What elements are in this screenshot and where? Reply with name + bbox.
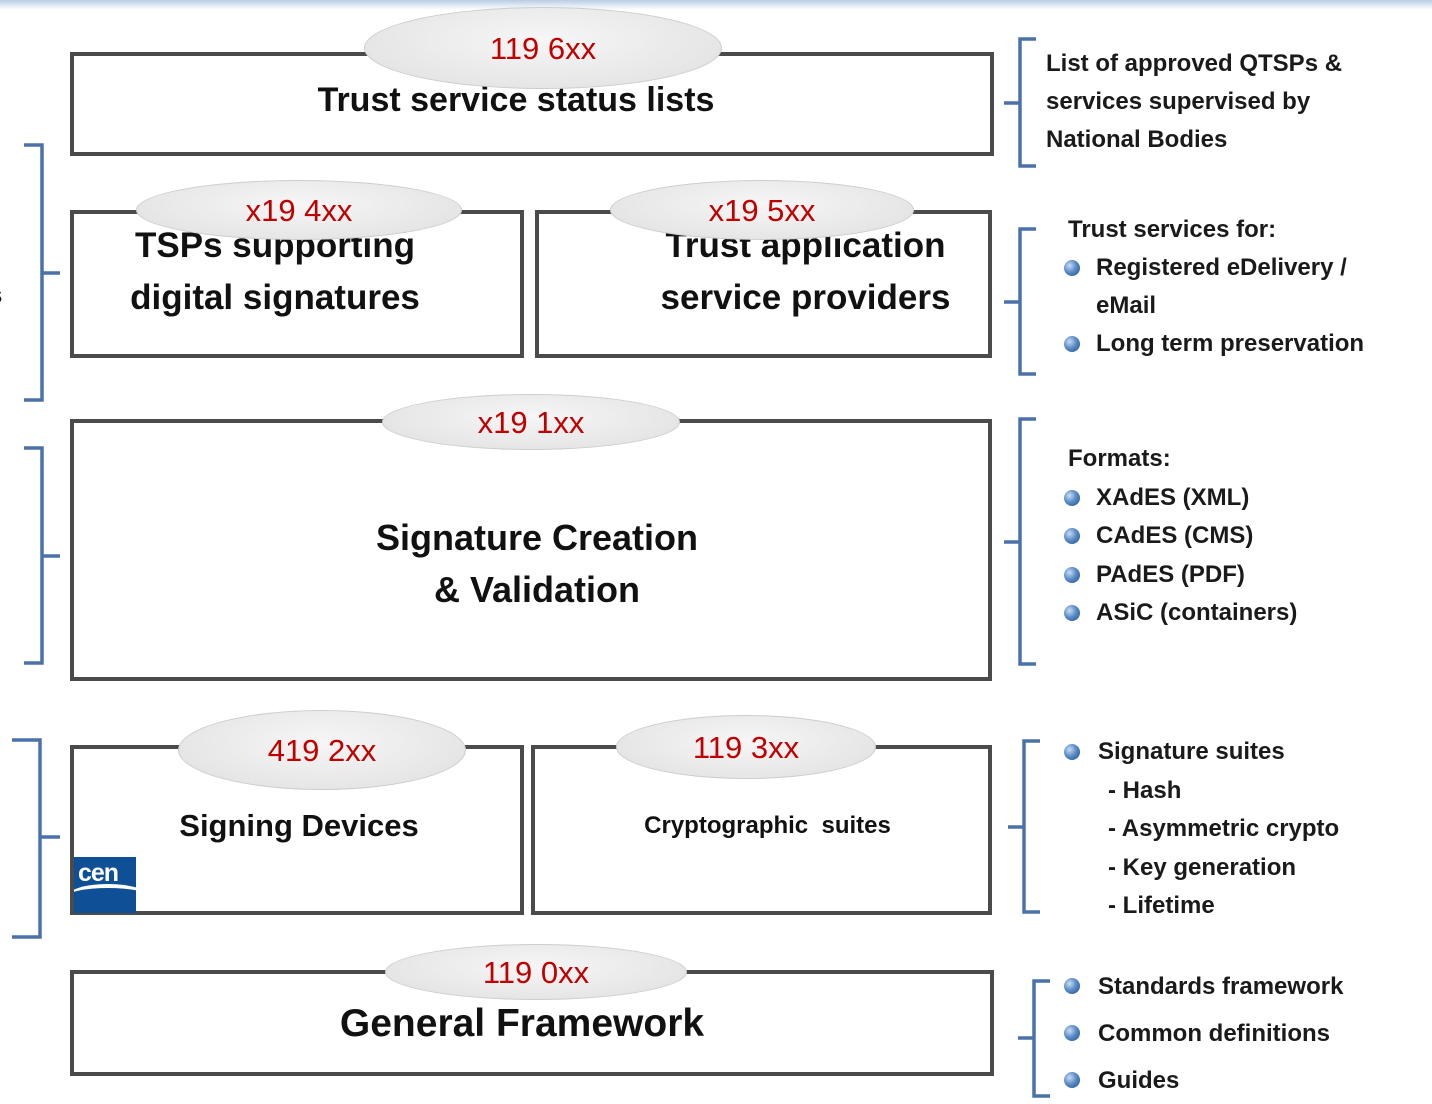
note-line: List of approved QTSPs &	[1046, 50, 1343, 77]
bullet-icon	[1064, 566, 1080, 583]
cen-logo: cen	[74, 857, 136, 913]
bullet-icon	[1064, 744, 1080, 760]
code-badge-sig-creation: x19 1xx	[382, 394, 680, 450]
sub-item: - Asymmetric crypto	[1108, 815, 1340, 842]
bullet-icon	[1064, 528, 1080, 544]
left-brace-trust-services	[24, 143, 60, 402]
box-title: Cryptographic suites	[644, 812, 891, 839]
note-line: services supervised by	[1046, 88, 1311, 115]
sub-item: - Key generation	[1108, 853, 1297, 881]
code-badge-crypto-suites: 119 3xx	[616, 715, 876, 779]
note-line: National Bodies	[1046, 126, 1228, 153]
bullet-text: Guides	[1098, 1067, 1180, 1094]
bullet-text: Registered eDelivery / eMail	[1096, 254, 1347, 319]
sub-item: - Lifetime	[1108, 892, 1215, 919]
note-signature-suites: Signature suites - Hash - Asymmetric cry…	[1064, 733, 1339, 926]
top-banner-strip	[0, 0, 1432, 10]
left-brace-signature-creation	[24, 446, 60, 665]
bullet-icon	[1064, 260, 1080, 276]
note-formats: Formats: XAdES (XML) CAdES (CMS) PAdES (…	[1064, 440, 1297, 633]
bullet-icon	[1064, 978, 1080, 994]
bullet-text: PAdES (PDF)	[1096, 560, 1245, 588]
sub-item: - Hash	[1108, 776, 1182, 804]
box-title: General Framework	[339, 1002, 705, 1045]
bullet-item: XAdES (XML)	[1064, 479, 1297, 518]
bullet-item: CAdES (CMS)	[1064, 517, 1297, 556]
bullet-icon	[1064, 1072, 1080, 1088]
code-badge-tsps: x19 4xx	[136, 180, 462, 240]
left-brace-signing-devices	[12, 738, 60, 939]
bullet-item: Long term preservation	[1064, 325, 1364, 363]
code-badge-general: 119 0xx	[385, 944, 687, 1000]
bullet-icon	[1064, 1025, 1080, 1041]
right-brace-trust-services	[1004, 227, 1036, 376]
bullet-text: CAdES (CMS)	[1096, 522, 1254, 549]
bullet-text: Long term preservation	[1096, 330, 1365, 357]
code-badge-trust-app: x19 5xx	[610, 180, 914, 240]
right-brace-status-lists	[1004, 37, 1036, 168]
note-heading: Formats:	[1068, 445, 1171, 472]
note-trust-services: Trust services for: Registered eDelivery…	[1064, 211, 1364, 363]
right-brace-signature-suites	[1008, 739, 1040, 914]
code-badge-signing-devices: 419 2xx	[178, 710, 466, 790]
box-general-framework: General Framework	[70, 970, 994, 1076]
box-title: Signature Creation & Validation	[375, 517, 699, 610]
bullet-text: XAdES (XML)	[1096, 483, 1250, 511]
note-general: Standards framework Common definitions G…	[1064, 963, 1343, 1104]
bullet-item: Common definitions	[1064, 1010, 1343, 1057]
bullet-text: ASiC (containers)	[1096, 599, 1298, 626]
bullet-item: Guides	[1064, 1057, 1343, 1104]
bullet-icon	[1064, 605, 1080, 621]
box-trust-application-service-providers: Trust application service providers	[535, 210, 992, 358]
box-title: Trust service status lists	[317, 80, 715, 119]
bullet-item: Signature suites	[1064, 733, 1339, 772]
cropped-left-text: s	[0, 282, 4, 308]
box-title: Signing Devices	[179, 808, 419, 843]
bullet-item: Standards framework	[1064, 963, 1343, 1010]
note-status-lists: List of approved QTSPs & services superv…	[1046, 45, 1342, 159]
bullet-icon	[1064, 336, 1080, 352]
note-heading: Trust services for:	[1068, 216, 1277, 243]
bullet-text: Signature suites	[1098, 738, 1285, 765]
bullet-item: Registered eDelivery / eMail	[1064, 249, 1364, 325]
code-badge-status-lists: 119 6xx	[364, 7, 722, 89]
bullet-text: Standards framework	[1098, 973, 1344, 1000]
box-signature-creation-validation: Signature Creation & Validation	[70, 419, 992, 681]
bullet-text: Common definitions	[1098, 1020, 1330, 1047]
right-brace-formats	[1004, 417, 1036, 666]
right-brace-general	[1018, 979, 1050, 1098]
bullet-icon	[1064, 489, 1080, 506]
bullet-item: ASiC (containers)	[1064, 594, 1297, 633]
bullet-item: PAdES (PDF)	[1064, 556, 1297, 595]
